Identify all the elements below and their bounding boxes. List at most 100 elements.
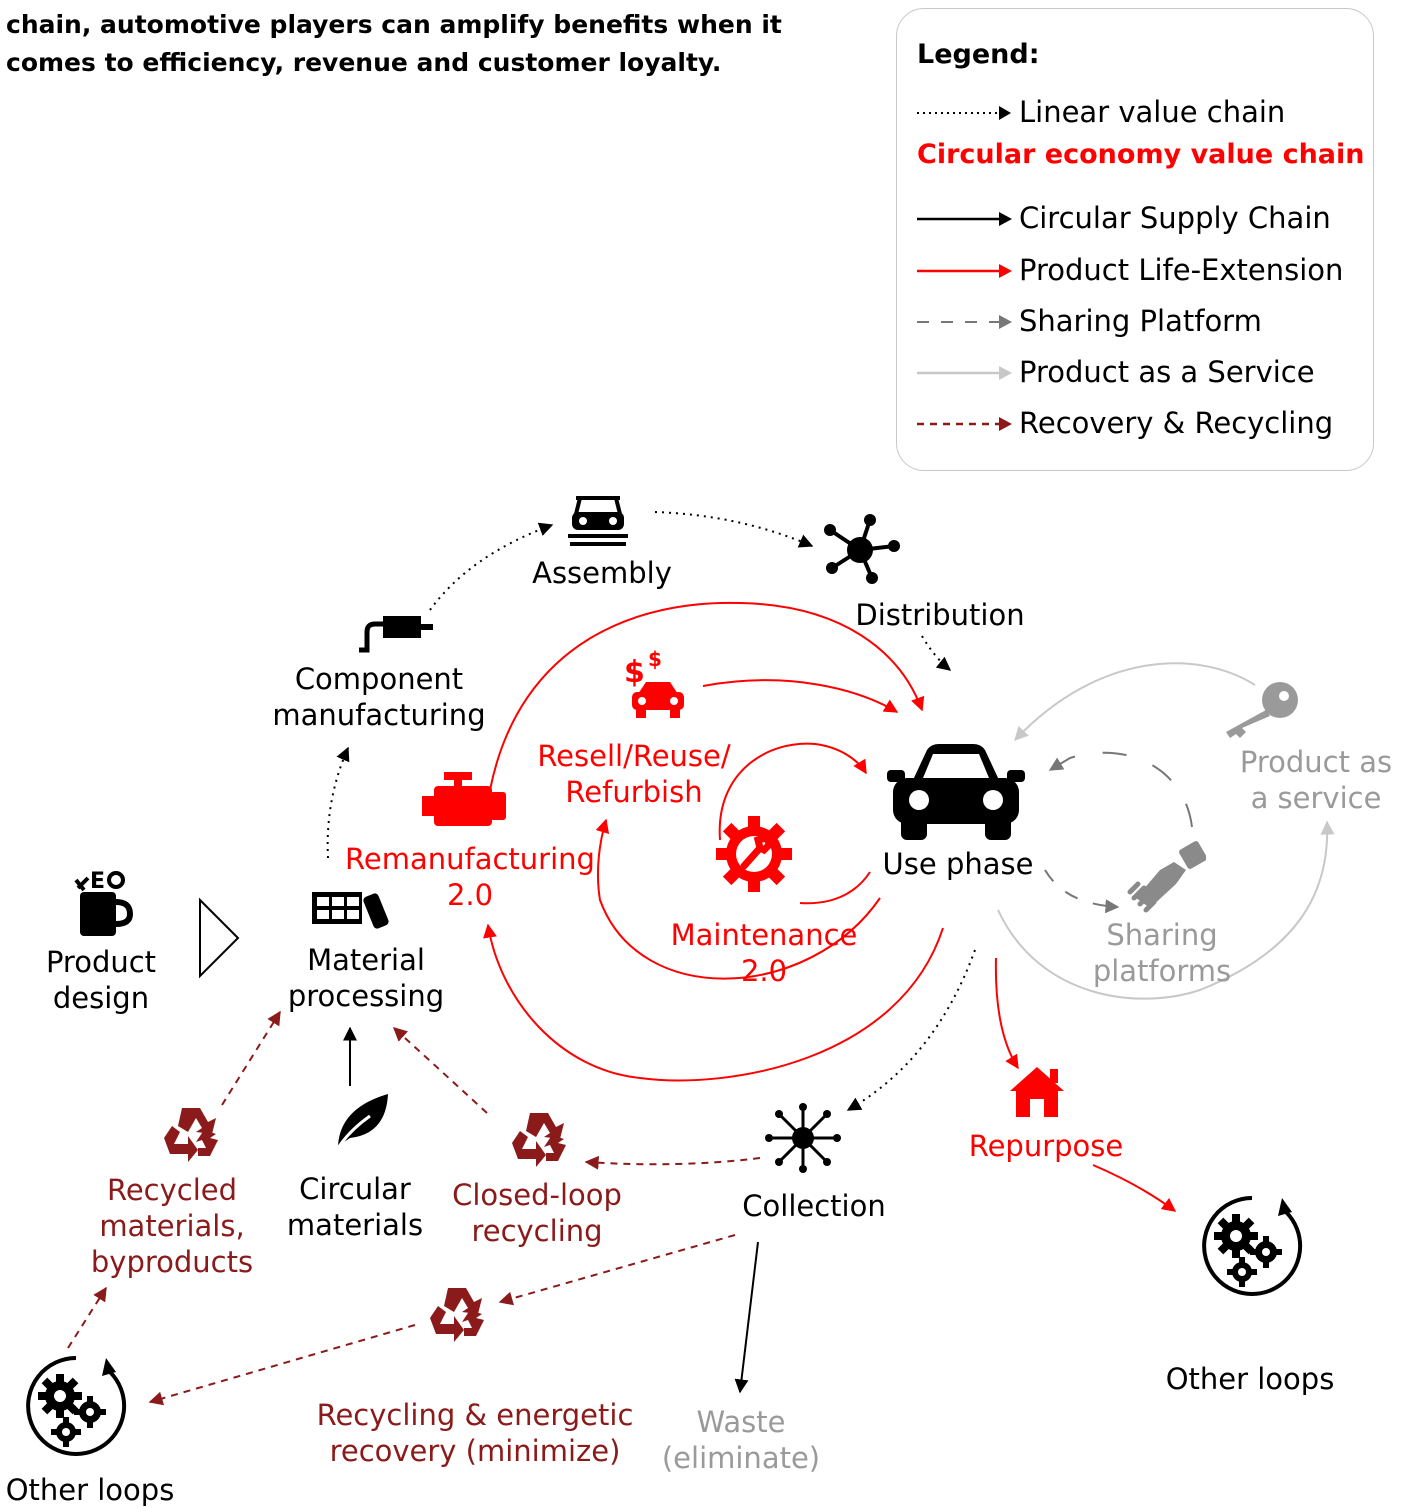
closed-label-line2: recycling [471,1214,603,1248]
node-other-loops-left: Other loops [0,1472,180,1508]
arrow-component-to-assembly [429,522,554,611]
legend-sharing-label: Sharing Platform [1019,304,1262,338]
arrow-recycling-to-otherloops [148,1324,416,1406]
recycling-label-line2: recovery (minimize) [329,1434,621,1468]
node-closed-loop-recycling: Closed-loop recycling [436,1177,638,1249]
maint-label-line1: Maintenance [670,918,858,952]
waste-label-line2: (eliminate) [661,1441,821,1475]
resell-label-line2: Refurbish [565,775,703,809]
circular-label-line2: materials [286,1208,424,1242]
legend-row-linear: Linear value chain [897,95,1367,131]
legend-title: Legend: [917,39,1040,70]
repurpose-label: Repurpose [968,1129,1124,1163]
component-label-line1: Component [294,662,464,696]
svg-text:E: E [90,869,105,894]
other-loops-left-label: Other loops [5,1473,175,1507]
arrow-resell-to-use [702,679,899,713]
paas-label-line2: a service [1250,781,1382,815]
maint-label-line2: 2.0 [740,954,788,988]
assembly-car-icon [568,496,628,546]
arrow-distribution-to-use [921,635,952,671]
node-component-manufacturing: Component manufacturing [262,661,496,733]
node-collection: Collection [724,1188,904,1224]
recycled-label-line2: materials, [99,1209,245,1243]
legend-paas-label: Product as a Service [1019,355,1315,389]
product-design-line2: design [52,981,150,1015]
solid-red-arrow-icon [917,264,1012,278]
arrow-use-to-reman [483,923,944,1082]
dashed-grey-arrow-icon [917,315,1012,329]
arrow-use-to-paas [997,820,1335,1000]
design-tools-icon: E [74,869,134,936]
arrow-recycled-to-material [221,1010,281,1106]
component-label-line2: manufacturing [272,698,486,732]
arrow-reman-to-use [489,601,925,791]
arrow-sharing-to-use [1048,751,1193,828]
solid-black-arrow-icon [917,212,1012,226]
intro-text: chain, automotive players can amplify be… [6,10,782,77]
exhaust-pipe-icon [359,616,433,653]
node-remanufacturing: Remanufacturing 2.0 [340,841,600,913]
arrow-paas-to-use [1014,662,1256,742]
arrow-use-to-sharing [1044,869,1120,914]
arrow-maint-loop-bottom [799,871,871,905]
recycle-icon [164,1108,218,1162]
node-material-processing: Material processing [276,942,456,1014]
other-loops-gears-icon [26,1356,127,1456]
collection-hub-icon [765,1103,841,1173]
resell-label-line1: Resell/Reuse/ [537,739,731,773]
legend-row-paas: Product as a Service [897,355,1367,391]
recycled-label-line1: Recycled [106,1173,238,1207]
node-recycled-materials: Recycled materials, byproducts [76,1172,268,1280]
node-product-design: Product design [30,944,172,1016]
node-repurpose: Repurpose [956,1128,1136,1164]
solid-lightgrey-arrow-icon [917,366,1012,380]
node-product-as-service: Product as a service [1226,744,1406,816]
arrow-collection-to-waste [734,1241,759,1394]
closed-label-line1: Closed-loop [452,1178,622,1212]
arrow-assembly-to-distribution [654,511,814,548]
node-sharing-platforms: Sharing platforms [1082,917,1242,989]
use-phase-label: Use phase [882,847,1034,881]
arrow-use-to-repurpose [994,957,1019,1070]
maintenance-gear-wrench-icon [716,816,792,892]
engine-icon [422,772,506,826]
recycle-icon [430,1288,484,1342]
arrow-collection-to-recycling [498,1234,736,1306]
legend-circular-heading: Circular economy value chain [917,139,1365,170]
recycle-icon [512,1113,566,1167]
node-circular-materials: Circular materials [274,1171,436,1243]
recycled-label-line3: byproducts [90,1245,254,1279]
other-loops-right-label: Other loops [1165,1362,1335,1396]
node-distribution: Distribution [840,597,1040,633]
legend-row-life: Product Life-Extension [897,253,1367,289]
assembly-label: Assembly [532,556,672,590]
svg-text:$: $ [648,648,662,671]
node-resell: Resell/Reuse/ Refurbish [524,738,744,810]
svg-text:$: $ [624,655,645,690]
dotted-arrow-icon [917,106,1011,120]
node-recycling-energetic: Recycling & energetic recovery (minimize… [300,1397,650,1469]
sharing-label-line1: Sharing [1106,918,1218,952]
sharing-label-line2: platforms [1092,954,1232,988]
circular-label-line1: Circular [299,1172,411,1206]
other-loops-gears-icon [1202,1196,1303,1296]
material-label-line2: processing [287,979,445,1013]
legend-supply-label: Circular Supply Chain [1019,201,1331,235]
legend-box: Legend: Linear value chain Circular econ… [896,8,1374,471]
resell-car-dollar-icon: $ $ [624,648,684,718]
distribution-label: Distribution [855,598,1025,632]
handshake-icon [1127,841,1206,913]
use-phase-car-icon [887,744,1025,840]
material-label-line1: Material [307,943,425,977]
recycling-label-line1: Recycling & energetic [316,1398,634,1432]
leaf-icon [336,1094,388,1149]
arrow-collection-to-closedloop [584,1155,761,1170]
node-waste: Waste (eliminate) [656,1404,826,1476]
arrow-closedloop-to-material [392,1027,488,1114]
waste-label-line1: Waste [696,1405,786,1439]
legend-linear-label: Linear value chain [1019,95,1286,129]
arrow-maint-loop-top [718,742,867,841]
arrow-use-to-resell [595,818,881,980]
